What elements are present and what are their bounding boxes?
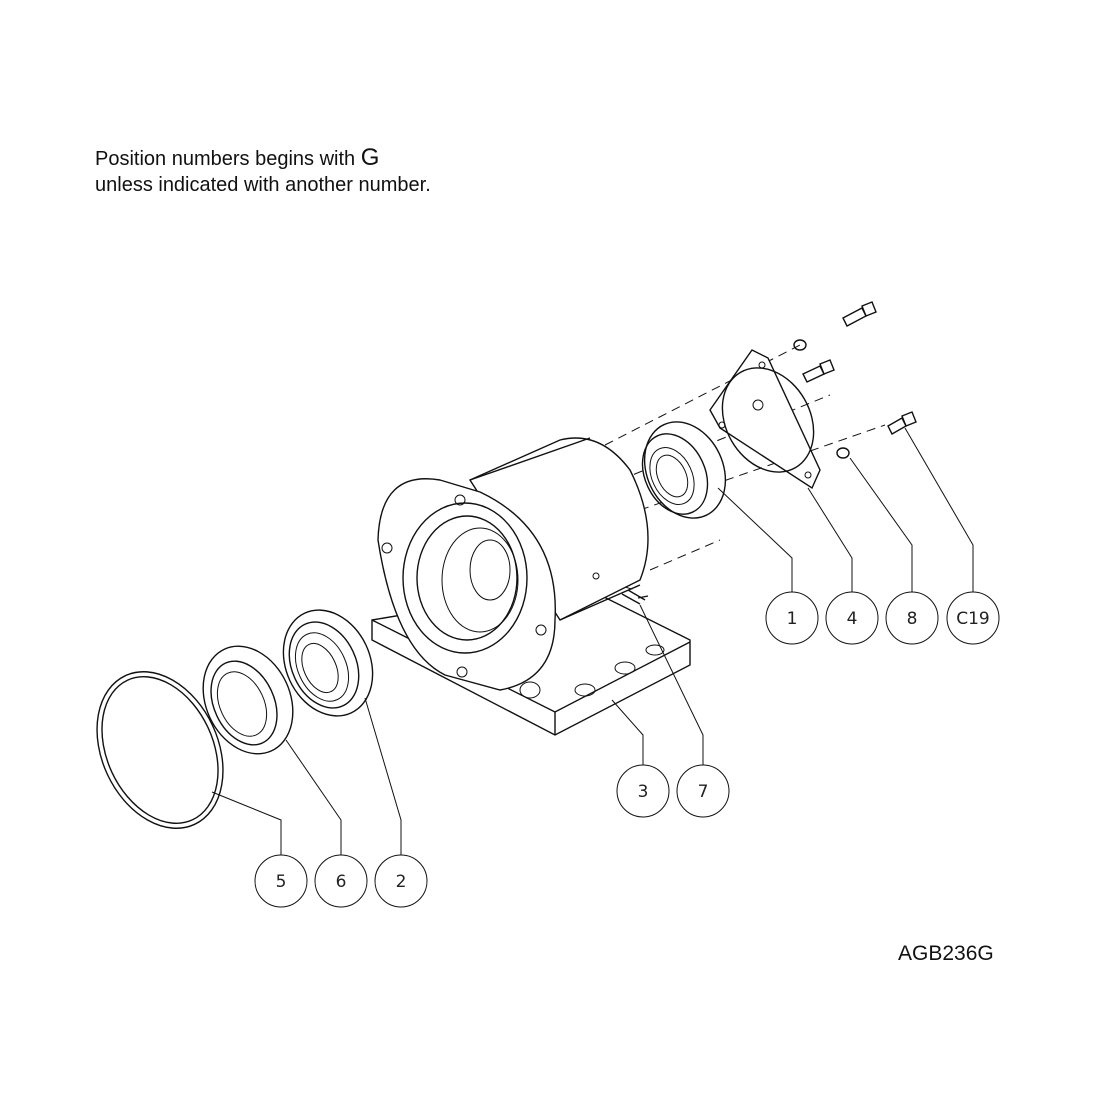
- balloon-2: 2: [374, 854, 428, 908]
- balloon-7-label: 7: [698, 782, 709, 802]
- note-line-1: Position numbers begins with G: [95, 145, 431, 172]
- balloon-c19-label: C19: [956, 609, 990, 629]
- end-cover: [709, 349, 821, 490]
- bearing-left: [282, 609, 374, 717]
- balloon-8: 8: [885, 591, 939, 645]
- balloon-5: 5: [254, 854, 308, 908]
- note-line-2: unless indicated with another number.: [95, 174, 431, 196]
- balloon-7: 7: [676, 764, 730, 818]
- position-number-note: Position numbers begins with G unless in…: [95, 145, 431, 198]
- balloon-6: 6: [314, 854, 368, 908]
- balloon-4-label: 4: [847, 609, 858, 629]
- note-prefix-letter: G: [360, 144, 380, 171]
- cover-screws: [793, 301, 917, 459]
- o-ring: [96, 671, 224, 829]
- drawing-id: AGB236G: [898, 942, 994, 965]
- leader-lines: [211, 427, 974, 855]
- washer: [836, 447, 850, 459]
- balloon-c19: C19: [946, 591, 1000, 645]
- balloon-3: 3: [616, 764, 670, 818]
- balloon-3-label: 3: [638, 782, 649, 802]
- balloon-5-label: 5: [276, 872, 287, 892]
- bearing-housing: [371, 437, 691, 736]
- balloon-2-label: 2: [396, 872, 407, 892]
- bearing-right: [641, 421, 727, 519]
- note-line-1-text: Position numbers begins with: [95, 148, 356, 170]
- balloon-8-label: 8: [907, 609, 918, 629]
- balloon-1-label: 1: [787, 609, 798, 629]
- grease-nipple: [621, 589, 649, 605]
- balloon-1: 1: [765, 591, 819, 645]
- seal: [202, 645, 294, 755]
- balloon-6-label: 6: [336, 872, 347, 892]
- balloon-4: 4: [825, 591, 879, 645]
